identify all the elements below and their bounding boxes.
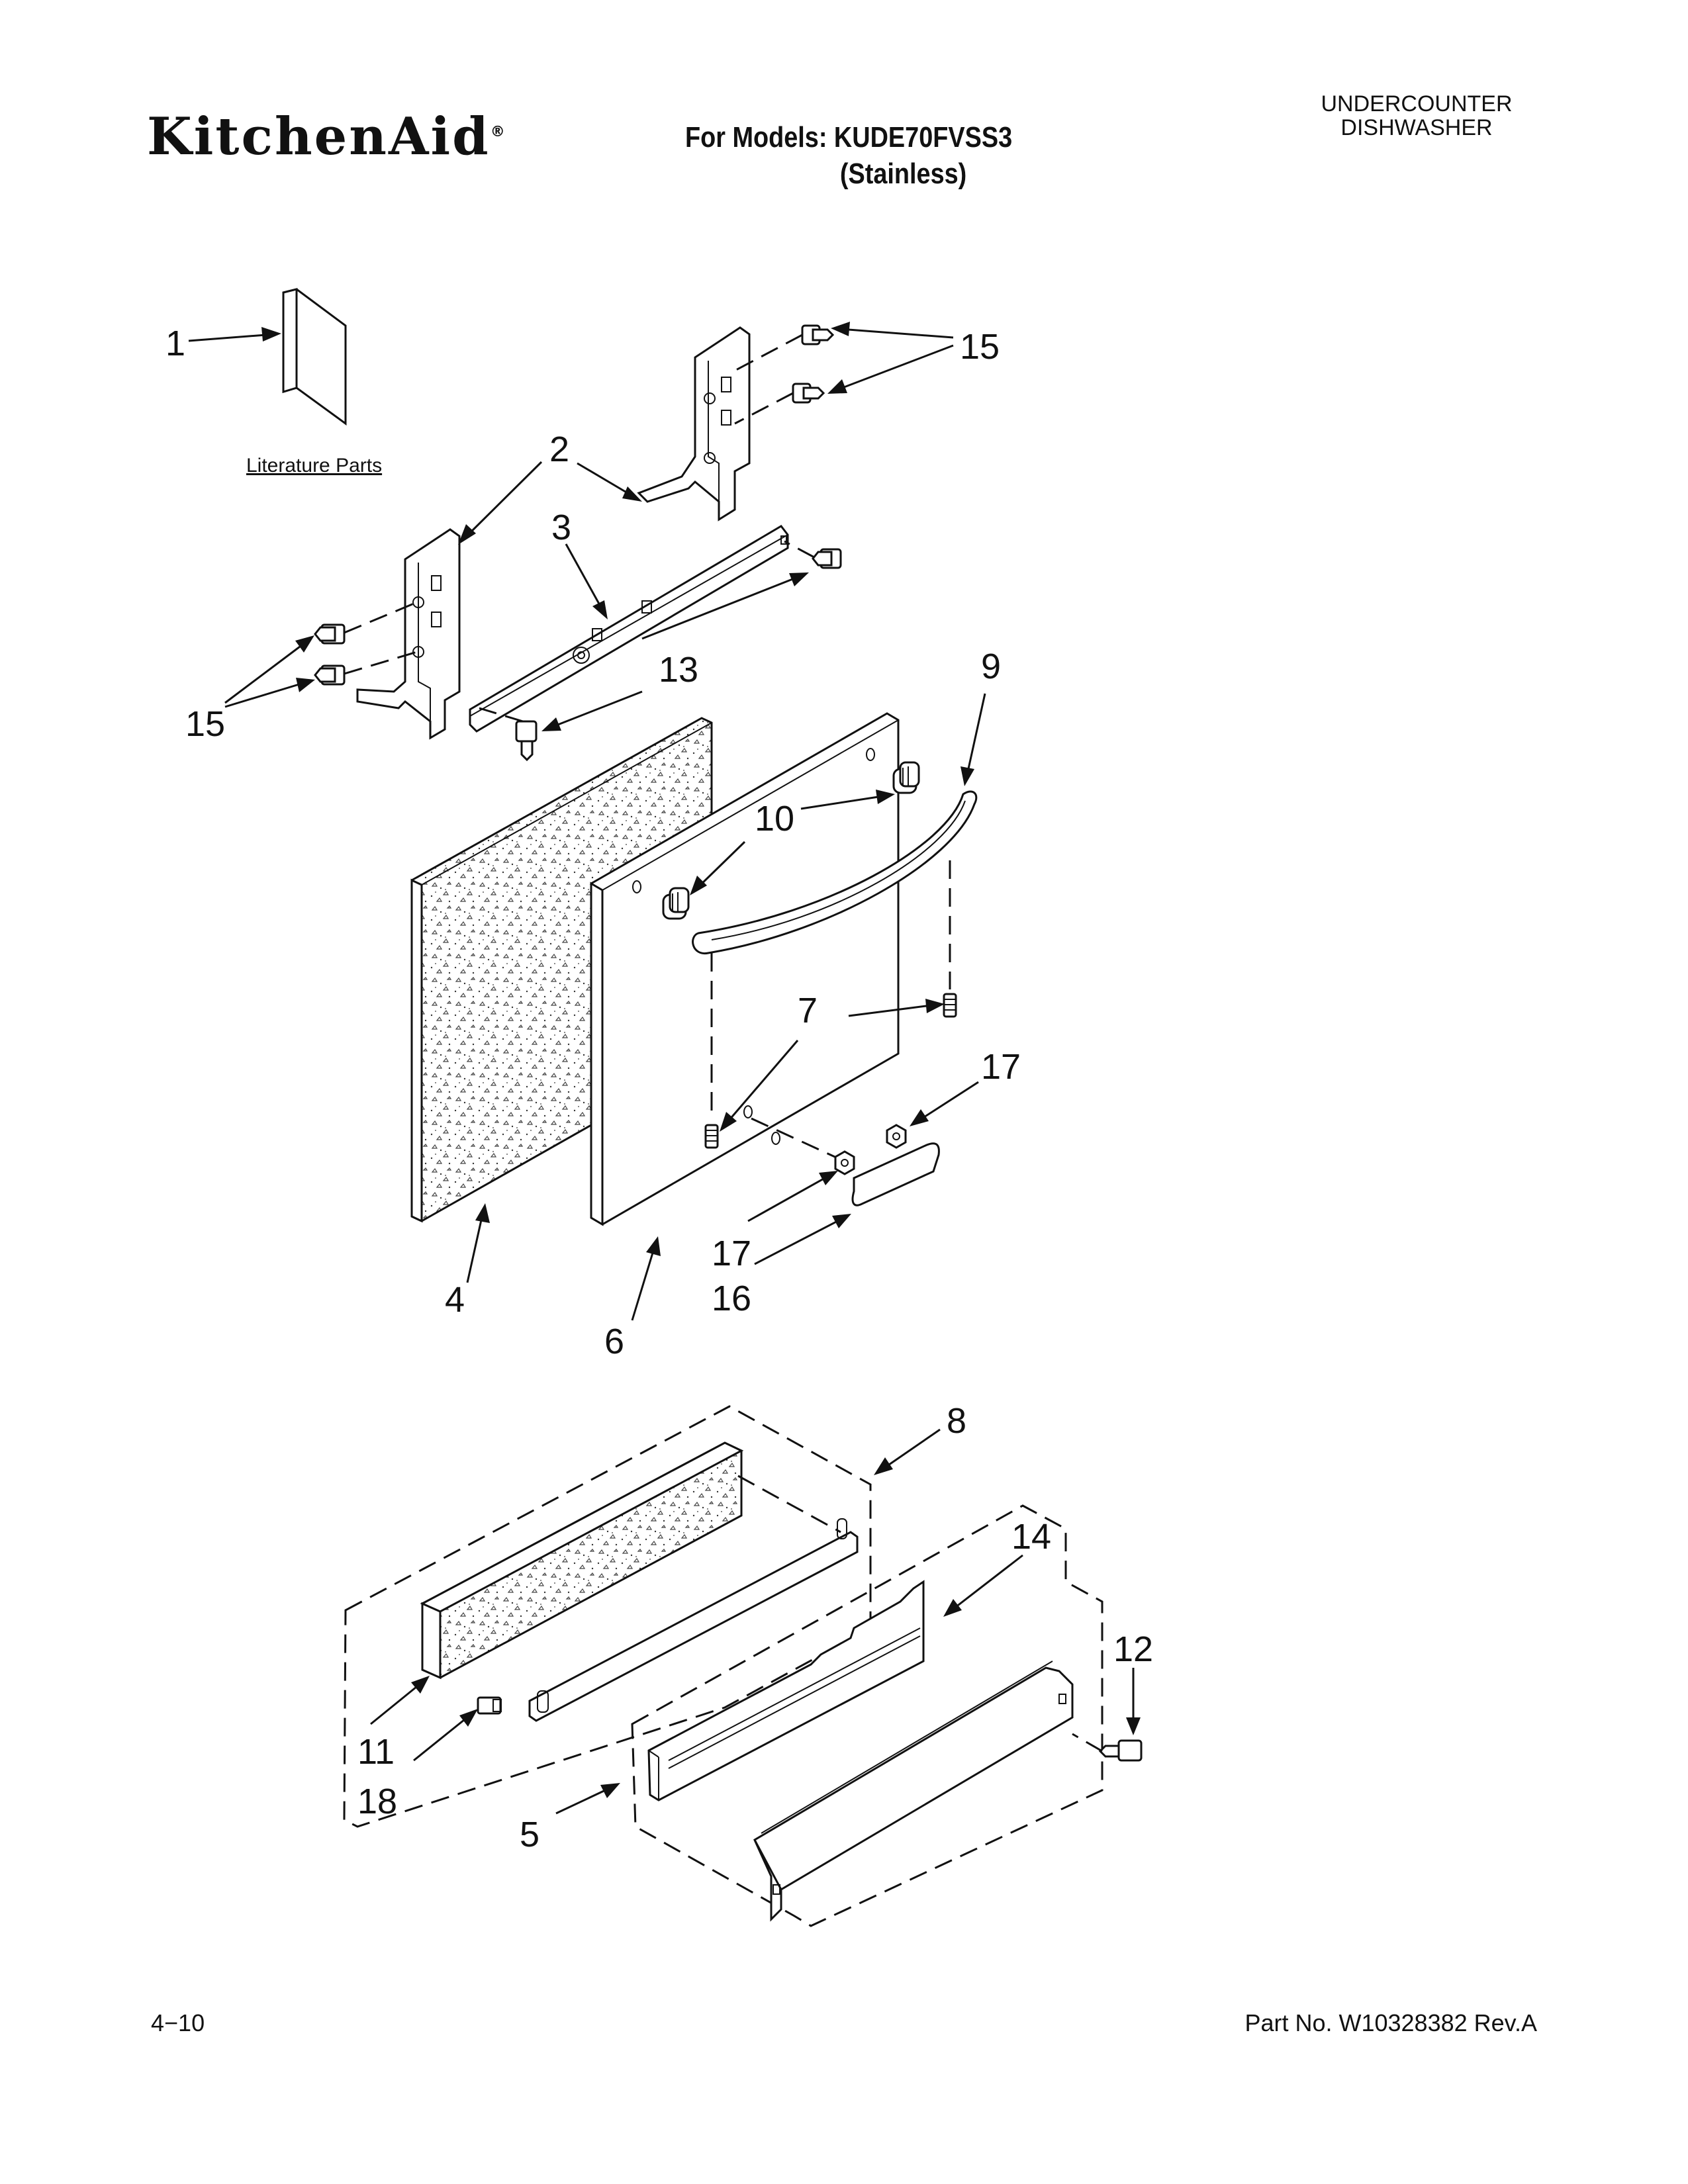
callout-leaders bbox=[188, 322, 1141, 1815]
callout-15-left: 15 bbox=[185, 704, 225, 744]
callout-18: 18 bbox=[357, 1782, 397, 1821]
brand-registered-mark: ® bbox=[490, 124, 507, 140]
nut-guide bbox=[751, 1117, 841, 1161]
handle-spacer-left bbox=[662, 887, 690, 920]
nut-right bbox=[886, 1124, 907, 1149]
screw-top-2 bbox=[792, 383, 825, 404]
nut-left bbox=[834, 1150, 855, 1175]
toe-panel-screw-guide bbox=[1072, 1733, 1103, 1752]
screw-left-2-guide bbox=[344, 651, 418, 675]
product-type: UNDERCOUNTER DISHWASHER bbox=[1297, 91, 1536, 140]
screw-top-1 bbox=[801, 324, 835, 345]
panel-clip bbox=[477, 1696, 502, 1715]
toe-insulation-block bbox=[420, 1441, 744, 1680]
part-number: Part No. W10328382 Rev.A bbox=[1244, 2009, 1537, 2036]
toe-panel-screw bbox=[1098, 1739, 1143, 1762]
callout-1: 1 bbox=[165, 324, 185, 363]
callout-9: 9 bbox=[981, 647, 1001, 686]
callout-7: 7 bbox=[798, 991, 818, 1030]
upper-access-panel bbox=[647, 1580, 925, 1801]
lower-toe-panel bbox=[753, 1661, 1074, 1922]
callout-5: 5 bbox=[520, 1815, 539, 1854]
model-heading: For Models: KUDE70FVSS3 (Stainless) bbox=[685, 119, 1012, 192]
screw-rail-left bbox=[515, 720, 538, 762]
callout-15-top: 15 bbox=[960, 327, 1000, 367]
callout-14: 14 bbox=[1011, 1517, 1051, 1557]
product-type-line-2: DISHWASHER bbox=[1340, 114, 1493, 140]
callout-6: 6 bbox=[604, 1322, 624, 1361]
callout-17-left: 17 bbox=[712, 1234, 751, 1273]
callout-10: 10 bbox=[755, 799, 794, 839]
stud-left bbox=[704, 1124, 719, 1149]
callout-12: 12 bbox=[1113, 1629, 1153, 1669]
callout-13: 13 bbox=[659, 650, 698, 690]
screw-rail-left-guide bbox=[479, 707, 524, 723]
callout-3: 3 bbox=[551, 508, 571, 547]
callout-4: 4 bbox=[445, 1280, 465, 1320]
door-handle bbox=[692, 790, 978, 954]
screw-top-2-guide bbox=[734, 392, 794, 425]
access-panel-outline bbox=[631, 1504, 1103, 1927]
screw-top-1-guide bbox=[734, 334, 803, 372]
literature-parts-label: Literature Parts bbox=[246, 455, 382, 477]
model-finish: (Stainless) bbox=[839, 158, 967, 190]
callout-11: 11 bbox=[357, 1732, 395, 1772]
literature-booklet bbox=[282, 288, 347, 426]
outer-door-panel bbox=[590, 712, 900, 1226]
model-line: For Models: KUDE70FVSS3 bbox=[685, 121, 1013, 154]
toe-panel-assembly-outline bbox=[343, 1405, 872, 1828]
door-support-rail bbox=[469, 525, 789, 733]
callout-8: 8 bbox=[947, 1401, 966, 1441]
screw-left-1-guide bbox=[344, 601, 418, 634]
screw-rail-right-guide bbox=[784, 540, 815, 559]
page-number: 4−10 bbox=[151, 2009, 205, 2036]
brand-name: KitchenAid bbox=[147, 107, 491, 167]
brand-logo: KitchenAid® bbox=[147, 111, 507, 163]
screw-rail-right bbox=[812, 548, 842, 569]
product-type-line-1: UNDERCOUNTER bbox=[1321, 91, 1513, 116]
left-door-bracket bbox=[356, 528, 461, 740]
stud-right bbox=[943, 993, 957, 1018]
screw-left-2 bbox=[314, 664, 346, 686]
screw-left-1 bbox=[314, 623, 346, 645]
callout-17-right: 17 bbox=[981, 1047, 1021, 1087]
callout-2: 2 bbox=[549, 430, 569, 469]
handle-spacer-right bbox=[892, 761, 920, 794]
right-door-bracket bbox=[637, 326, 751, 522]
door-badge bbox=[851, 1142, 940, 1206]
callout-16: 16 bbox=[712, 1279, 751, 1318]
retaining-strip bbox=[528, 1475, 859, 1722]
